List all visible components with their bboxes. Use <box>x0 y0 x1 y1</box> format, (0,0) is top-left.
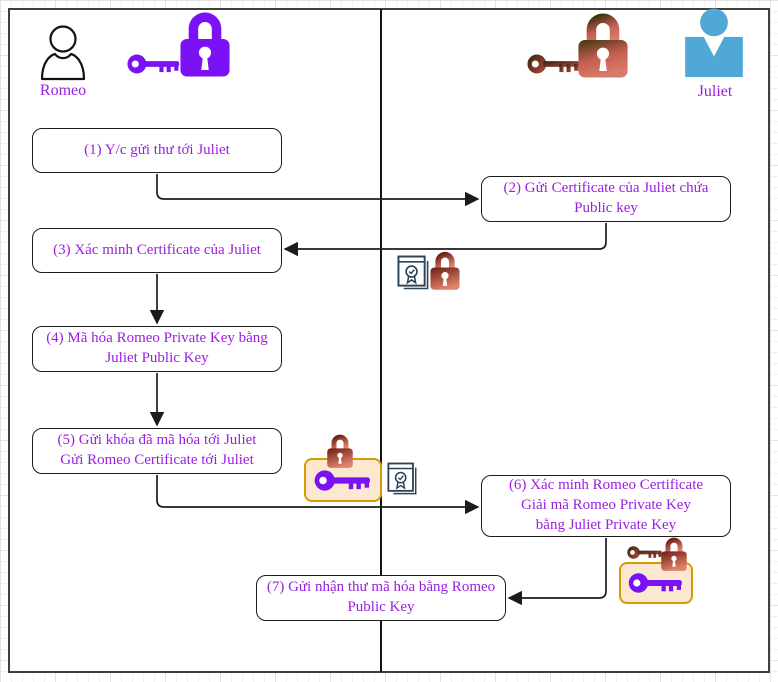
red-padlock-icon <box>429 250 461 291</box>
arrow-2-to-3 <box>283 223 607 257</box>
step-3-box: (3) Xác minh Certificate của Juliet <box>32 228 282 273</box>
purple-key-icon <box>314 469 370 491</box>
red-padlock-icon <box>660 536 688 572</box>
step-2-box: (2) Gửi Certificate của Juliet chứa Publ… <box>481 176 731 222</box>
certificate-icon <box>387 462 418 496</box>
red-key-icon <box>627 544 663 561</box>
purple-key-icon <box>127 51 181 77</box>
red-padlock-icon <box>326 433 354 469</box>
arrow-1-to-2 <box>156 174 480 207</box>
lifeline-divider <box>380 9 382 672</box>
step-7-box: (7) Gửi nhận thư mã hóa bằng Romeo Publi… <box>256 575 506 621</box>
arrow-6-to-7 <box>507 538 607 606</box>
red-key-icon <box>527 51 581 77</box>
certificate-icon <box>397 255 430 291</box>
actor-label-romeo: Romeo <box>39 82 87 99</box>
step-4-box: (4) Mã hóa Romeo Private Key bằng Juliet… <box>32 326 282 372</box>
person-outline-icon <box>38 24 88 82</box>
step-5-box: (5) Gửi khóa đã mã hóa tới Juliet Gửi Ro… <box>32 428 282 474</box>
actor-label-juliet: Juliet <box>697 83 733 100</box>
person-solid-icon <box>683 8 745 78</box>
purple-key-icon <box>628 573 682 593</box>
encrypted-key-box-icon <box>304 458 382 502</box>
step-6-box: (6) Xác minh Romeo Certificate Giải mã R… <box>481 475 731 537</box>
red-padlock-icon <box>577 10 629 80</box>
step-1-box: (1) Y/c gửi thư tới Juliet <box>32 128 282 173</box>
purple-padlock-icon <box>179 8 231 80</box>
arrow-5-to-6 <box>156 475 480 515</box>
